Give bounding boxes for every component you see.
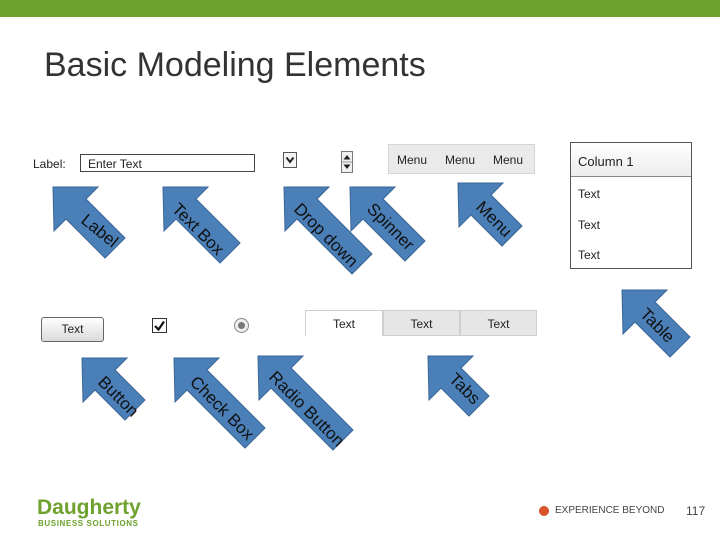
- tab-2[interactable]: Text: [383, 310, 460, 336]
- callout-table-arrow: Table: [621, 289, 691, 358]
- menu-item[interactable]: Menu: [397, 153, 428, 167]
- top-accent-bar: [0, 0, 720, 17]
- daugherty-logo-subtitle: BUSINESS SOLUTIONS: [38, 519, 139, 528]
- radio-button-widget[interactable]: [234, 318, 249, 333]
- slide-title: Basic Modeling Elements: [44, 46, 426, 84]
- callout-check-box-arrow: Check Box: [173, 357, 266, 449]
- checkbox-widget[interactable]: [152, 318, 167, 333]
- dropdown-button[interactable]: [283, 152, 297, 168]
- button-widget[interactable]: Text: [41, 317, 104, 342]
- table-row[interactable]: Text: [578, 248, 601, 262]
- menu-item[interactable]: Menu: [493, 153, 524, 167]
- chevron-down-icon: [285, 156, 295, 164]
- callout-menu-arrow: Menu: [457, 182, 523, 247]
- callout-tabs-arrow: Tabs: [427, 355, 490, 417]
- daugherty-logo: Daugherty: [37, 496, 141, 519]
- label-widget: Label:: [33, 157, 66, 171]
- tab-1[interactable]: Text: [305, 310, 383, 336]
- tab-3[interactable]: Text: [460, 310, 537, 336]
- table-row[interactable]: Text: [578, 218, 601, 232]
- callout-button-arrow: Button: [81, 357, 146, 421]
- menu-item[interactable]: Menu: [445, 153, 476, 167]
- callout-label-arrow: Label: [52, 186, 126, 259]
- callout-radio-button-text: Radio Button: [265, 367, 348, 450]
- callout-check-box-text: Check Box: [186, 372, 258, 444]
- spinner-widget[interactable]: [341, 151, 353, 173]
- text-box-widget[interactable]: Enter Text: [80, 154, 255, 172]
- page-number: 117: [686, 504, 706, 518]
- menu-bar: Menu Menu Menu: [388, 144, 535, 174]
- table-column-header[interactable]: Column 1: [571, 143, 691, 177]
- experience-beyond-logo-icon: [539, 506, 549, 516]
- experience-beyond-tagline: EXPERIENCE BEYOND: [555, 505, 665, 516]
- radio-selected-dot: [238, 322, 245, 329]
- callout-radio-button-arrow: Radio Button: [257, 355, 354, 451]
- spinner-icon: [342, 155, 352, 169]
- table-row[interactable]: Text: [578, 187, 601, 201]
- table-widget: Column 1 Text Text Text: [570, 142, 692, 269]
- callout-text-box-arrow: Text Box: [162, 186, 241, 264]
- checkmark-icon: [154, 320, 165, 332]
